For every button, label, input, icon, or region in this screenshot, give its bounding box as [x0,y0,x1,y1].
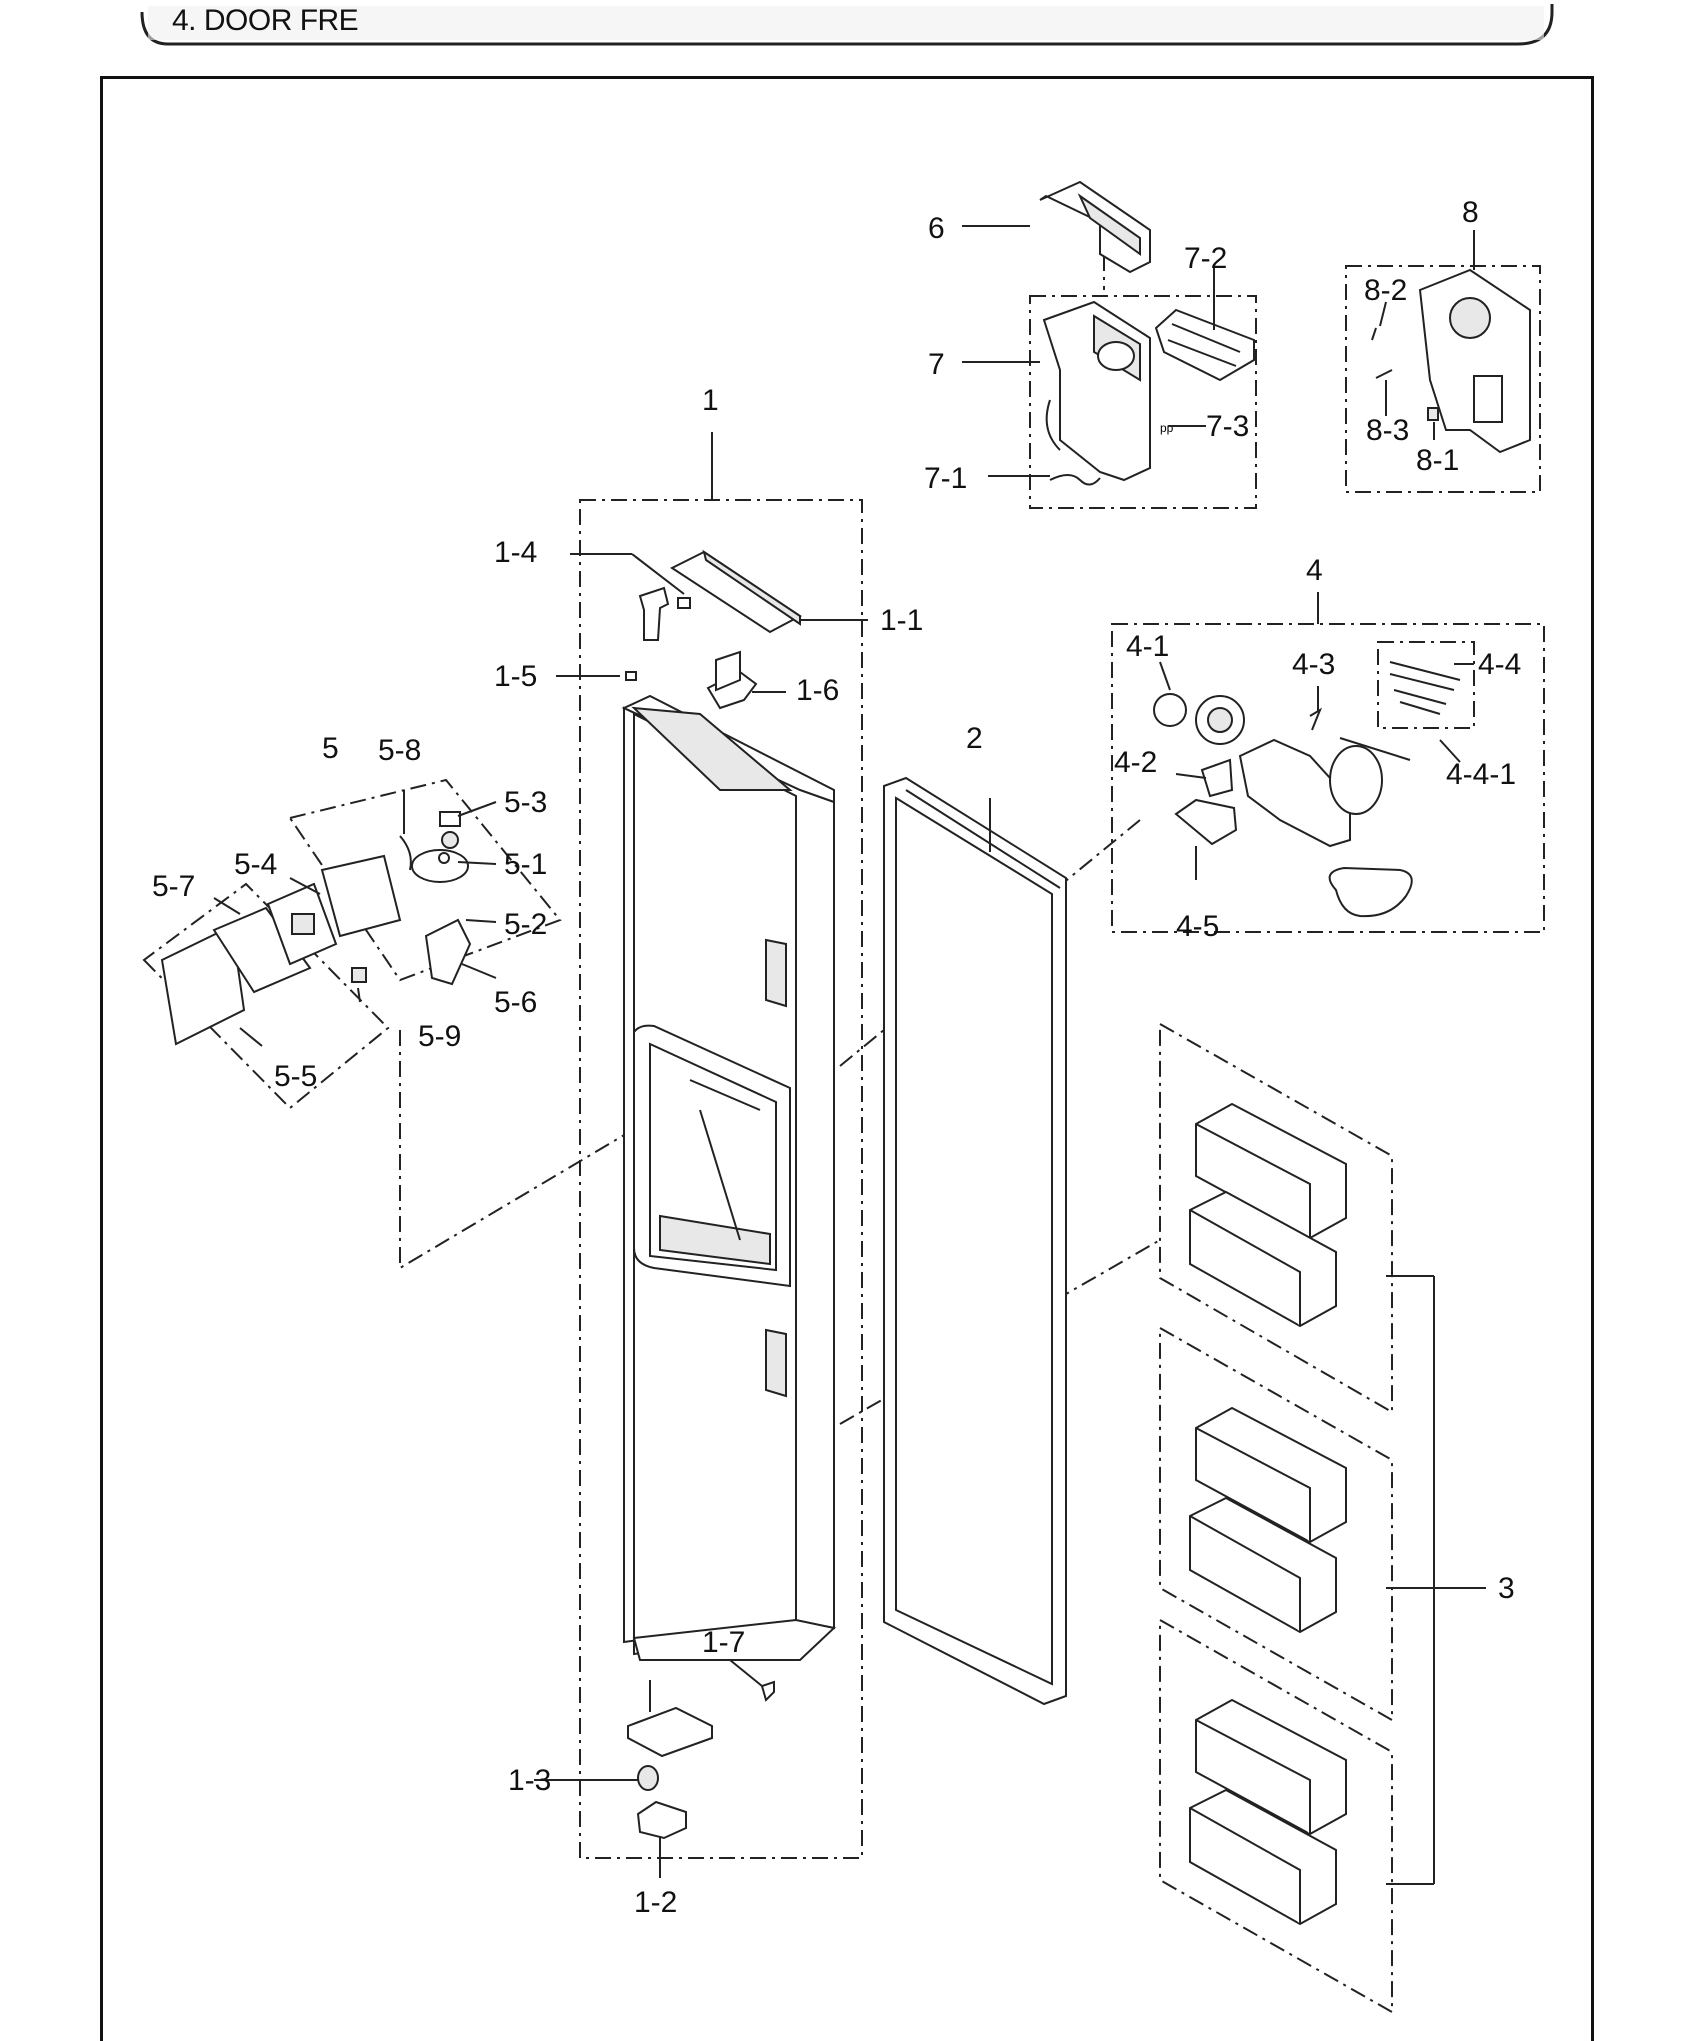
callout-1-5: 1-5 [494,660,537,693]
door-bin [1189,1788,1337,1926]
title-banner [140,4,1554,46]
part-4-4-heater [1389,661,1461,715]
door-bin [1195,1102,1347,1240]
callout-8-2: 8-2 [1364,274,1407,307]
callout-7: 7 [928,348,945,381]
door-bin [1189,1496,1337,1634]
part-1-4-bracket [638,586,691,641]
callout-1-6: 1-6 [796,674,839,707]
diagram-frame [100,76,1594,2041]
callout-5-9: 5-9 [418,1020,461,1053]
group-7-boundary [1029,295,1257,509]
callout-1: 1 [702,384,719,417]
door-bin [1195,1698,1347,1836]
callout-3: 3 [1498,1572,1515,1605]
callout-7-3: 7-3 [1206,410,1249,443]
callout-1-7: 1-7 [702,1626,745,1659]
part-1-5-screw [625,671,637,681]
group-3-middle-boundary [1159,1326,1393,1722]
callout-6: 6 [928,212,945,245]
callout-8-3: 8-3 [1366,414,1409,447]
part-8-3-spring [1375,369,1393,379]
part-1-3-bushing [637,1765,659,1791]
callout-5-8: 5-8 [378,734,421,767]
part-4-2-lever [1200,758,1234,798]
part-4-3-clip [1309,707,1323,731]
part-7-housing [1042,300,1151,482]
group-4-4-boundary [1377,641,1475,729]
door-bin [1189,1190,1337,1328]
group-4-boundary [1111,623,1545,933]
part-8-housing [1418,268,1531,454]
part-5-5-lens [160,924,246,1046]
group-5-inner-boundary [288,778,562,982]
part-1-7-screw [760,1680,775,1702]
callout-7-1: 7-1 [924,462,967,495]
callout-5-3: 5-3 [504,786,547,819]
group-3-lower-boundary [1159,1618,1393,2014]
part-5-1-washer [438,852,450,864]
part-5-7-panel [212,906,312,994]
part-5-4-bracket [320,854,402,938]
door-panel [621,694,837,1661]
callout-7-2: 7-2 [1184,242,1227,275]
callout-1-3: 1-3 [508,1764,551,1797]
part-7-1-wire [1049,474,1101,486]
callout-8: 8 [1462,196,1479,229]
part-5-6-flap [424,918,472,986]
part-7-2-ice-maker [1154,308,1255,382]
part-4-bucket [1328,866,1413,918]
part-6-cover [1039,180,1151,274]
part-5-pcb-frame [266,882,338,966]
group-8-boundary [1345,265,1541,493]
callout-4-4-1: 4-4-1 [1446,758,1516,791]
page-title: 4. DOOR FRE [172,4,359,37]
part-8-2-pin [1371,327,1377,341]
callout-5-6: 5-6 [494,986,537,1019]
part-5-8-wire [399,835,412,871]
callout-5: 5 [322,732,339,765]
part-1-2-hinge-cap [636,1800,687,1840]
part-5-3-cover [439,811,461,827]
callout-4-2: 4-2 [1114,746,1157,779]
part-8-1-plug [1427,407,1439,421]
callout-8-1: 8-1 [1416,444,1459,477]
callout-1-1: 1-1 [880,604,923,637]
callout-5-4: 5-4 [234,848,277,881]
group-5-boundary [142,882,390,1110]
callout-1-2: 1-2 [634,1886,677,1919]
part-4-auger-housing [1238,737,1411,848]
callout-2: 2 [966,722,983,755]
callout-5-7: 5-7 [152,870,195,903]
callout-4-1: 4-1 [1126,630,1169,663]
bottom-hinge-bracket [627,1680,713,1758]
part-5-2-motor [411,831,469,883]
part-4-1-motor [1153,693,1245,745]
part-1-6-hinge [706,650,758,710]
callout-4-4: 4-4 [1478,648,1521,681]
door-bin [1195,1406,1347,1544]
callout-4-5: 4-5 [1176,910,1219,943]
callout-4: 4 [1306,554,1323,587]
callout-5-2: 5-2 [504,908,547,941]
part-5-9-button [351,967,367,983]
part-4-5-bracket [1174,798,1238,846]
callout-5-5: 5-5 [274,1060,317,1093]
guide-line [399,1030,701,1270]
door-gasket [883,776,1067,1706]
part-7-3-clip: pp [1160,421,1174,435]
callout-4-3: 4-3 [1292,648,1335,681]
svg-text:pp: pp [1160,421,1174,435]
callout-1-4: 1-4 [494,536,537,569]
part-1-1-cover [669,549,802,634]
group-3-upper-boundary [1159,1022,1393,1414]
callout-5-1: 5-1 [504,848,547,881]
group-1-boundary [579,499,863,1859]
